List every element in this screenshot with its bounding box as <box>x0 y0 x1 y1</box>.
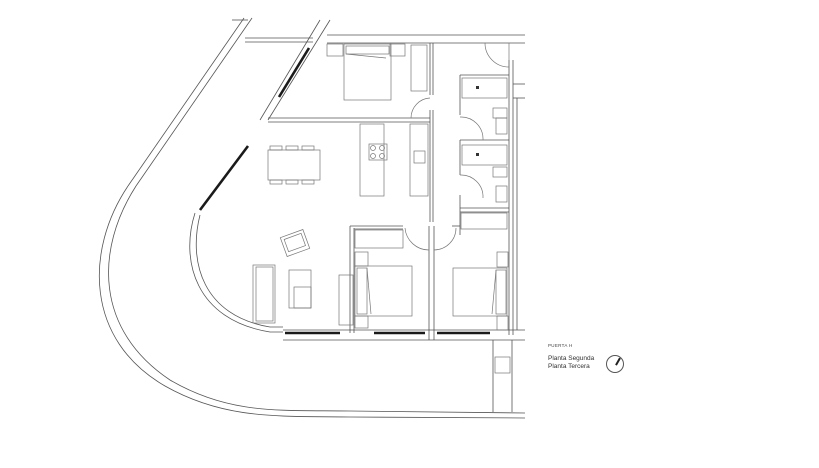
plan-legend: PUERTA H Planta Segunda Planta Tercera <box>548 343 594 371</box>
bedroom-top-furniture <box>326 43 428 101</box>
interior-walls <box>268 43 525 412</box>
bathrooms <box>461 77 508 203</box>
floor-label-2: Planta Tercera <box>548 363 590 370</box>
floor-label-1: Planta Segunda <box>548 355 595 362</box>
doors <box>404 42 510 251</box>
windows <box>198 47 490 335</box>
dining-table <box>267 145 321 185</box>
exterior-walls <box>98 17 526 419</box>
compass-needle <box>614 357 620 366</box>
kitchen <box>359 123 429 197</box>
bedroom-bottom-left-furniture <box>338 229 413 329</box>
right-edge-walls <box>513 97 525 330</box>
north-arrow-icon <box>606 355 624 373</box>
living-room <box>252 229 312 324</box>
bedroom-bottom-right-furniture <box>452 212 509 331</box>
unit-label: PUERTA H <box>548 343 573 348</box>
